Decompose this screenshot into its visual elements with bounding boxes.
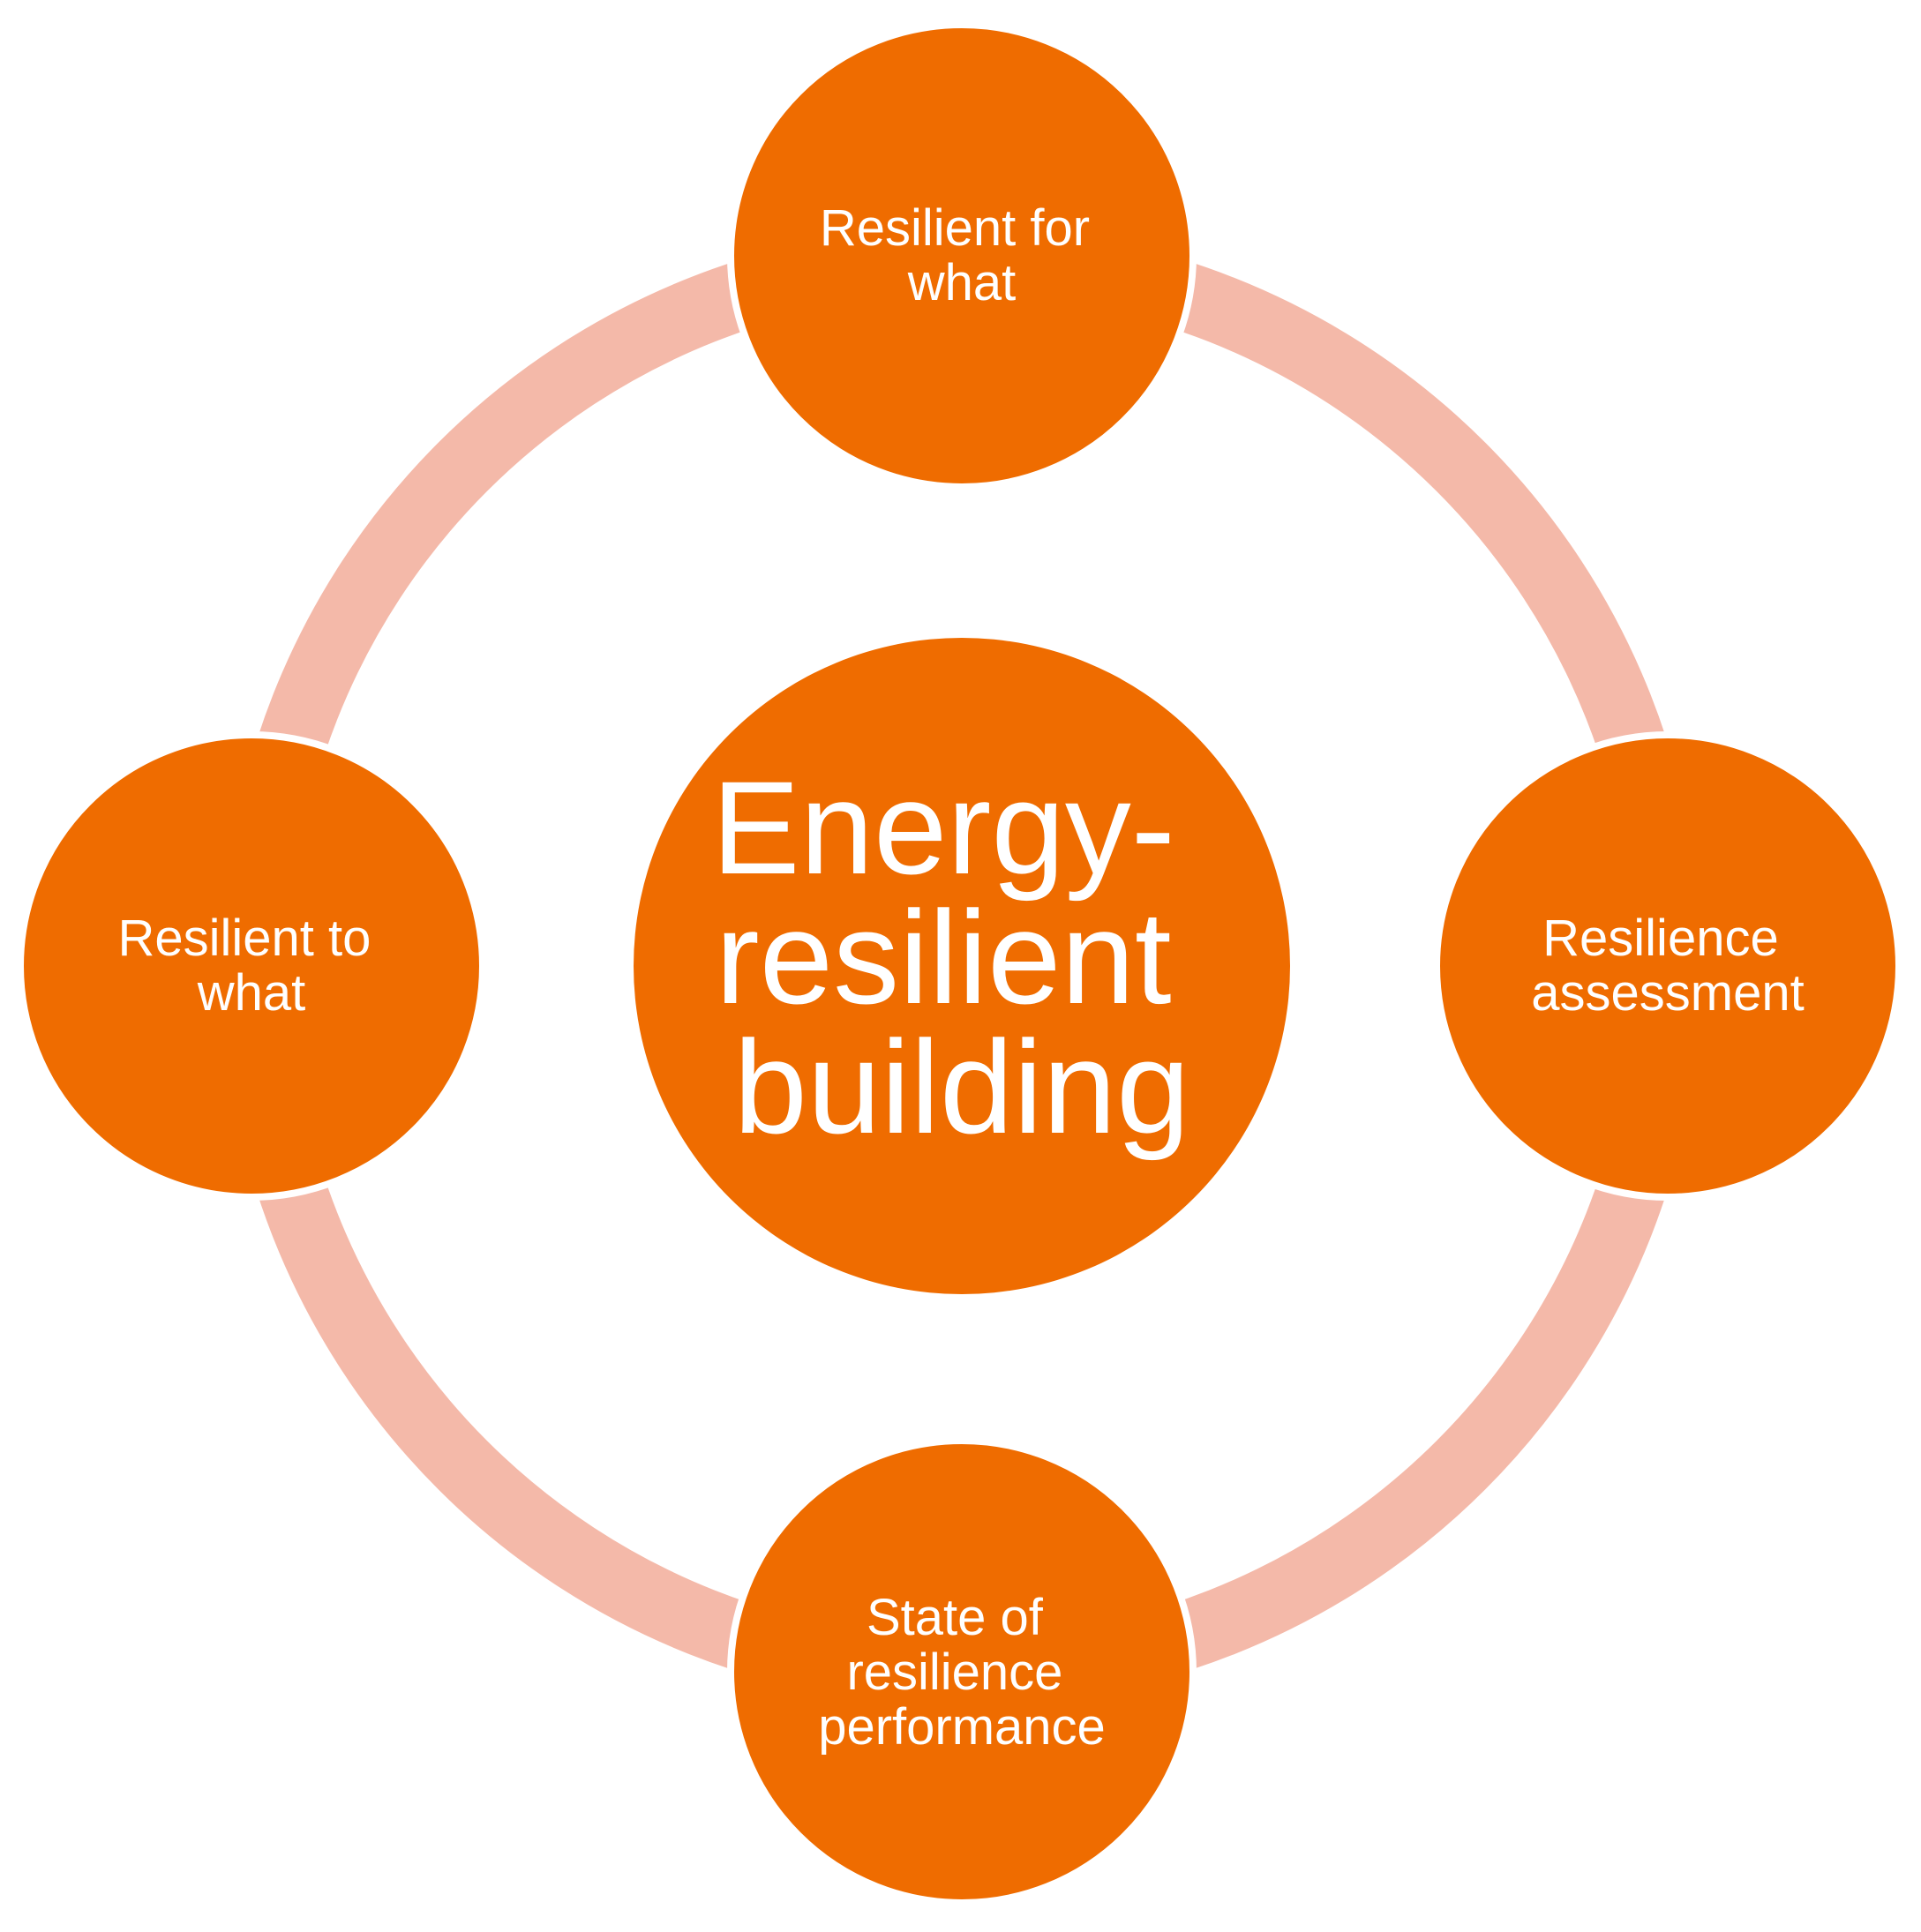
- node-top-line-2: what: [907, 254, 1017, 311]
- node-bottom: State of resilience performance: [727, 1437, 1197, 1906]
- node-left: Resilient to what: [17, 731, 486, 1201]
- node-top-label: Resilient for what: [820, 199, 1104, 311]
- center-line-1: Energy-: [712, 753, 1175, 902]
- node-bottom-circle: [727, 1437, 1197, 1906]
- node-bottom-label: State of resilience performance: [818, 1589, 1106, 1756]
- center-circle: [634, 638, 1290, 1294]
- node-top-line-1: Resilient for: [820, 199, 1090, 257]
- node-bottom-line-2: resilience: [846, 1644, 1062, 1701]
- center-label: Energy- resilient building: [712, 753, 1212, 1161]
- node-right-label: Resilience assessment: [1531, 910, 1804, 1022]
- node-top-circle: [727, 21, 1197, 490]
- node-left-line-2: what: [197, 964, 306, 1022]
- center-line-2: resilient: [716, 883, 1172, 1031]
- node-bottom-line-1: State of: [867, 1589, 1044, 1646]
- center-line-3: building: [733, 1013, 1189, 1161]
- node-right-circle: [1433, 731, 1902, 1201]
- node-right-line-1: Resilience: [1542, 910, 1779, 967]
- node-left-line-1: Resilient to: [117, 910, 371, 967]
- node-right-line-2: assessment: [1531, 964, 1804, 1022]
- node-left-label: Resilient to what: [117, 910, 385, 1022]
- node-right: Resilience assessment: [1433, 731, 1902, 1201]
- node-bottom-line-3: performance: [818, 1698, 1106, 1756]
- center-node: Energy- resilient building: [634, 638, 1290, 1294]
- node-left-circle: [17, 731, 486, 1201]
- node-top: Resilient for what: [727, 21, 1197, 490]
